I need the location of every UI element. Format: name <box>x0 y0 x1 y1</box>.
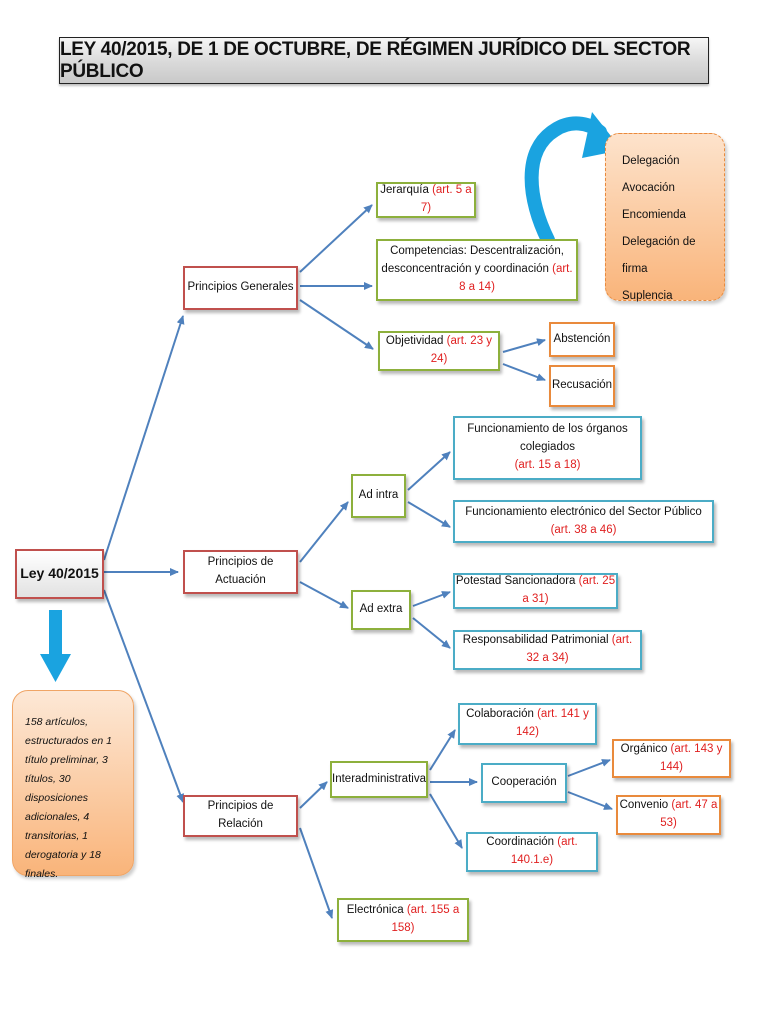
colaboracion-ref: (art. 141 y 142) <box>515 708 589 738</box>
principios-relacion-node: Principios de Relación <box>183 795 298 837</box>
callout-item-avocacion: Avocación <box>622 182 675 194</box>
funcionamiento-electronico-node: Funcionamiento electrónico del Sector Pú… <box>453 500 714 543</box>
jerarquia-label: Jerarquía <box>380 184 429 197</box>
arrow-root-to-relacion <box>103 589 184 803</box>
arrow-objetividad-to-recusacion <box>502 363 546 381</box>
electronica-label: Electrónica <box>346 904 404 917</box>
objetividad-ref: (art. 23 y 24) <box>430 335 493 365</box>
principios-generales-node: Principios Generales <box>183 266 298 310</box>
root-label: Ley 40/2015 <box>20 565 99 582</box>
ad-extra-label: Ad extra <box>359 603 403 616</box>
arrow-objetividad-to-abstencion <box>502 338 546 353</box>
potestad-sancionadora-label: Potestad Sancionadora <box>455 575 576 588</box>
arrow-root-to-generales <box>103 315 185 561</box>
convenio-node: Convenio (art. 47 a 53) <box>616 795 721 835</box>
arrow-relacion-to-interadministrativa <box>299 781 328 809</box>
competencias-callout-note: Delegación Avocación Encomienda Delegaci… <box>605 133 725 302</box>
funcionamiento-electronico-label: Funcionamiento electrónico del Sector Pú… <box>465 505 702 518</box>
organico-ref: (art. 143 y 144) <box>659 742 723 773</box>
potestad-sancionadora-ref: (art. 25 a 31) <box>522 575 616 605</box>
arrow-actuacion-to-adextra <box>299 581 349 609</box>
ad-extra-node: Ad extra <box>351 590 411 630</box>
organos-colegiados-node: Funcionamiento de los órganos colegiados… <box>453 416 642 480</box>
principios-relacion-label: Principios de Relación <box>207 800 274 830</box>
responsabilidad-patrimonial-ref: (art. 32 a 34) <box>526 634 633 664</box>
jerarquia-ref: (art. 5 a 7) <box>420 184 472 214</box>
coordinacion-ref: (art. 140.1.e) <box>510 836 578 866</box>
arrow-adextra-to-sancionadora <box>412 591 451 607</box>
callout-item-encomienda: Encomienda <box>622 209 686 221</box>
objetividad-label: Objetividad <box>385 335 444 348</box>
responsabilidad-patrimonial-node: Responsabilidad Patrimonial (art. 32 a 3… <box>453 630 642 670</box>
ad-intra-label: Ad intra <box>358 489 399 502</box>
abstencion-node: Abstención <box>549 322 615 357</box>
coordinacion-node: Coordinación (art. 140.1.e) <box>466 832 598 872</box>
arrow-cooperacion-to-convenio <box>567 791 613 810</box>
callout-item-delegacion-firma: Delegación de firma <box>622 236 696 275</box>
electronica-ref: (art. 155 a 158) <box>391 904 460 934</box>
funcionamiento-electronico-ref: (art. 38 a 46) <box>550 523 617 536</box>
interadministrativa-label: Interadministrativa <box>332 772 426 785</box>
coordinacion-label: Coordinación <box>486 836 555 849</box>
abstencion-label: Abstención <box>553 332 611 345</box>
arrow-adintra-to-electronico <box>407 501 451 528</box>
colaboracion-label: Colaboración <box>466 708 534 721</box>
organico-node: Orgánico (art. 143 y 144) <box>612 739 731 778</box>
principios-actuacion-node: Principios de Actuación <box>183 550 298 594</box>
callout-down-arrow <box>40 610 71 682</box>
arrow-generales-to-objetividad <box>299 299 374 350</box>
competencias-ref: (art. 8 a 14) <box>459 263 573 293</box>
page-title-box: LEY 40/2015, DE 1 DE OCTUBRE, DE RÉGIMEN… <box>59 37 709 84</box>
competencias-node: Competencias: Descentralización, desconc… <box>376 239 578 301</box>
arrow-interadmin-to-coordinacion <box>429 793 463 849</box>
competencias-label-2: desconcentración y coordinación <box>381 263 549 276</box>
arrow-adintra-to-colegiados <box>407 451 451 491</box>
root-node: Ley 40/2015 <box>15 549 104 599</box>
cooperacion-node: Cooperación <box>481 763 567 803</box>
electronica-node: Electrónica (art. 155 a 158) <box>337 898 469 942</box>
responsabilidad-patrimonial-label: Responsabilidad Patrimonial <box>462 634 609 647</box>
arrow-interadmin-to-colaboracion <box>429 729 456 771</box>
jerarquia-node: Jerarquía (art. 5 a 7) <box>376 182 476 218</box>
ad-intra-node: Ad intra <box>351 474 406 518</box>
arrow-adextra-to-patrimonial <box>412 617 451 649</box>
arrow-relacion-to-electronica <box>299 827 334 919</box>
arrow-generales-to-jerarquia <box>299 204 373 273</box>
arrow-cooperacion-to-organico <box>567 759 611 777</box>
callout-item-delegacion: Delegación <box>622 155 680 167</box>
competencias-label-1: Competencias: Descentralización, <box>390 245 564 258</box>
principios-actuacion-label: Principios de Actuación <box>207 556 274 586</box>
callout-item-suplencia: Suplencia <box>622 290 673 302</box>
organos-colegiados-ref: (art. 15 a 18) <box>514 458 581 471</box>
cooperacion-label: Cooperación <box>491 776 557 789</box>
recusacion-node: Recusación <box>549 365 615 407</box>
objetividad-node: Objetividad (art. 23 y 24) <box>378 331 500 371</box>
organos-colegiados-label: Funcionamiento de los órganos colegiados <box>467 423 628 454</box>
summary-note: 158 artículos, estructurados en 1 título… <box>12 690 134 880</box>
colaboracion-node: Colaboración (art. 141 y 142) <box>458 703 597 745</box>
potestad-sancionadora-node: Potestad Sancionadora (art. 25 a 31) <box>453 573 618 609</box>
recusacion-label: Recusación <box>551 379 613 392</box>
interadministrativa-node: Interadministrativa <box>330 761 428 798</box>
convenio-label: Convenio <box>619 799 669 812</box>
page-title: LEY 40/2015, DE 1 DE OCTUBRE, DE RÉGIMEN… <box>60 38 691 82</box>
convenio-ref: (art. 47 a 53) <box>660 799 718 829</box>
arrow-actuacion-to-adintra <box>299 501 349 563</box>
principios-generales-label: Principios Generales <box>187 281 294 294</box>
organico-label: Orgánico <box>620 742 668 755</box>
